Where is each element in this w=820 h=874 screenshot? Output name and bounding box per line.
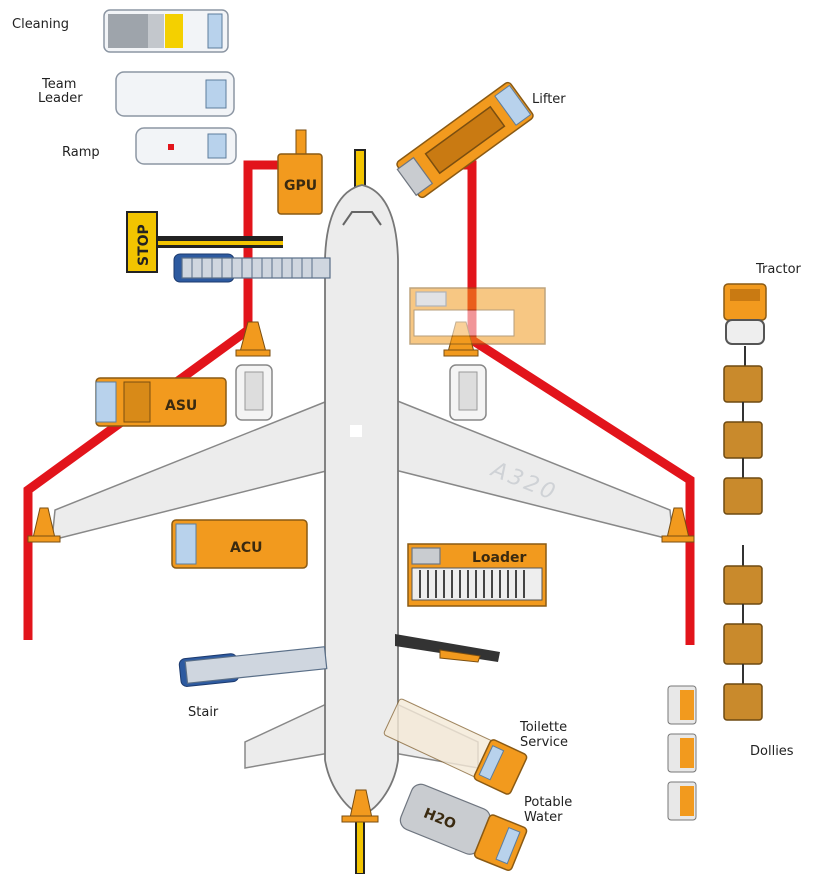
loader-label: Loader [472,550,527,566]
rear-stair [178,646,328,687]
potable-water-vehicle: H2O [399,783,528,872]
tractor-vehicle [723,283,767,366]
gpu-unit: GPU [277,129,323,215]
dollies-group [667,685,697,821]
asu-label: ASU [165,398,197,414]
cleaning-label: Cleaning [12,17,69,32]
potable-label-line2: Water [524,810,563,825]
cone-icon [341,789,379,823]
team-leader-label-line2: Leader [38,91,83,106]
cone-icon [235,321,271,357]
cleaning-vehicle [103,9,229,53]
acu-vehicle: ACU [171,519,308,569]
potable-label-line1: Potable [524,795,572,810]
front-stair [173,253,331,283]
tow-bar [395,634,500,663]
aircraft: A320 [51,184,674,816]
lifter-vehicle [396,81,534,199]
cone-icon [661,507,695,543]
toilette-service-vehicle [383,698,528,795]
toilette-label-line1: Toilette [519,720,567,735]
front-loader [409,287,546,345]
ramp-vehicle [135,127,237,165]
stair-label: Stair [188,705,219,720]
stop-sign: STOP [126,211,283,273]
asu-vehicle: ASU [95,377,227,427]
baggage-cart-train [723,365,763,721]
lifter-label: Lifter [532,92,566,107]
ramp-label: Ramp [62,145,100,160]
toilette-label-line2: Service [520,735,568,750]
stop-label: STOP [136,224,152,266]
dollies-label: Dollies [750,744,794,759]
tractor-label: Tractor [755,262,802,277]
cone-icon [27,507,61,543]
rear-loader: Loader [407,543,547,607]
gpu-label: GPU [284,178,317,194]
acu-label: ACU [230,540,262,556]
team-leader-vehicle [115,71,235,117]
team-leader-label-line1: Team [41,77,76,92]
